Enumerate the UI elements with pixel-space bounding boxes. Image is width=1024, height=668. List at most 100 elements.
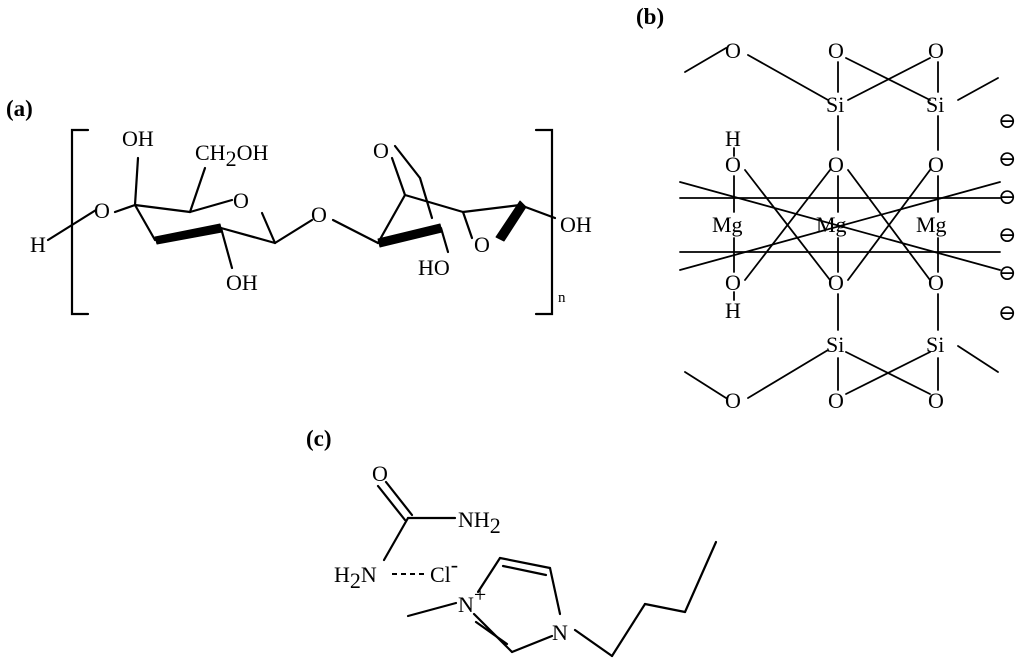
oh-top: OH [122, 126, 154, 151]
left-bracket [70, 128, 90, 316]
b-o-top-left: O [725, 38, 741, 63]
b-bond-2 [747, 54, 829, 101]
b-bond-12 [957, 345, 999, 373]
c-butyl-4 [683, 540, 718, 614]
c-double-bond-b [384, 480, 414, 517]
b-bond-13 [747, 349, 829, 399]
b-octahedral-bonds [679, 169, 1001, 281]
ring-bond-4 [188, 198, 234, 214]
b-si-top-1: Si [826, 92, 844, 117]
b-bond-1 [684, 47, 727, 73]
c-ring-5b [474, 620, 509, 646]
c-ring-4 [510, 634, 554, 654]
c-ring-1 [476, 556, 502, 594]
oh-bottom-left: OH [226, 270, 258, 295]
ah-bond-1 [376, 193, 407, 245]
repeat-n: n [558, 290, 566, 306]
b-mg-1: Mg [712, 212, 743, 237]
ah-bridge-3 [418, 176, 434, 220]
bond-link-c3 [331, 218, 380, 245]
b-o-bottom-2: O [928, 388, 944, 413]
bond-ho [439, 226, 450, 254]
bond-o-c4 [113, 203, 137, 214]
b-charge-4: ⊖ [998, 222, 1016, 247]
panel-c-urea-bmimcl: (c) O NH2 H2N Cl- N+ N [306, 426, 718, 658]
o-left: O [94, 198, 110, 223]
b-o-top-2: O [928, 38, 944, 63]
c-ring-2a [498, 556, 552, 570]
b-bond-14 [684, 371, 727, 399]
b-mg-3: Mg [916, 212, 947, 237]
oh-right: OH [560, 212, 592, 237]
b-o-lower-3: O [928, 270, 944, 295]
c-ring-3 [548, 566, 562, 616]
b-si-top-2: Si [926, 92, 944, 117]
bond-c1-link [273, 218, 314, 245]
ah-bridge-2 [393, 144, 422, 180]
b-o-upper-2: O [828, 152, 844, 177]
ring-wedge-bottom [154, 223, 223, 245]
c-nh2-label: NH2 [458, 507, 501, 538]
b-o-upper-3: O [928, 152, 944, 177]
ah-bond-4 [461, 210, 474, 240]
b-charge-1: ⊖ [998, 108, 1016, 133]
ring-o-right: O [474, 232, 490, 257]
b-si-bottom-1: Si [826, 332, 844, 357]
b-charge-3: ⊖ [998, 184, 1016, 209]
ring-bond-1 [133, 203, 157, 242]
b-charge-2: ⊖ [998, 146, 1016, 171]
ah-bridge-1 [390, 156, 407, 197]
c-double-bond-a [376, 484, 407, 522]
bond-oh-right [518, 203, 557, 220]
b-charge-5: ⊖ [998, 260, 1016, 285]
bridge-o: O [373, 138, 389, 163]
ring-bond-2 [219, 226, 277, 245]
panel-a-agarose: (a) n H O O OH CH2OH OH O O [6, 96, 592, 316]
c-ring-2b [501, 564, 548, 577]
ah-bond-3 [461, 203, 522, 214]
c-n-plus: N+ [458, 582, 486, 617]
c-n: N [552, 620, 568, 645]
c-methyl-bond [406, 601, 458, 618]
ring-bond-3 [260, 211, 277, 245]
c-urea-o: O [372, 461, 388, 486]
b-h-bottom: H [725, 298, 741, 323]
b-bond-18 [845, 351, 931, 395]
c-cl-label: Cl- [430, 552, 458, 587]
ring-bond-5 [133, 203, 192, 214]
b-o-lower-1: O [725, 270, 741, 295]
ah-bond-2 [403, 193, 465, 214]
b-o-upper-1: O [725, 152, 741, 177]
b-h-top: H [725, 126, 741, 151]
c-butyl-3 [643, 602, 687, 614]
bond-c5-ch2 [188, 166, 207, 214]
bond-c2-oh [219, 226, 234, 270]
b-si-bottom-2: Si [926, 332, 944, 357]
b-o-bottom-left: O [725, 388, 741, 413]
b-charge-6: ⊖ [998, 300, 1016, 325]
ch2oh-label: CH2OH [195, 140, 268, 171]
bond-c4-oh [133, 156, 140, 207]
c-butyl-1 [573, 628, 614, 658]
b-o-lower-2: O [828, 270, 844, 295]
b-o-top-1: O [828, 38, 844, 63]
link-o: O [311, 202, 327, 227]
ring-o-left: O [233, 188, 249, 213]
end-h: H [30, 232, 46, 257]
right-bracket [534, 128, 554, 316]
b-bond-6 [847, 57, 931, 101]
c-bond-c-h2n [382, 516, 410, 562]
b-bond-7 [957, 77, 999, 101]
b-o-bottom-1: O [828, 388, 844, 413]
c-butyl-2 [610, 602, 647, 658]
panel-label-c: (c) [306, 426, 332, 451]
ah-wedge-right [495, 200, 527, 242]
panel-label-b: (b) [636, 4, 664, 29]
ho-bottom: HO [418, 255, 450, 280]
c-h2n-label: H2N [334, 562, 377, 593]
bond-h-o [46, 208, 98, 242]
panel-label-a: (a) [6, 96, 33, 121]
panel-b-clay-lattice: (b) O O O Si Si H O O O Mg Mg Mg O O O H [636, 4, 1016, 413]
